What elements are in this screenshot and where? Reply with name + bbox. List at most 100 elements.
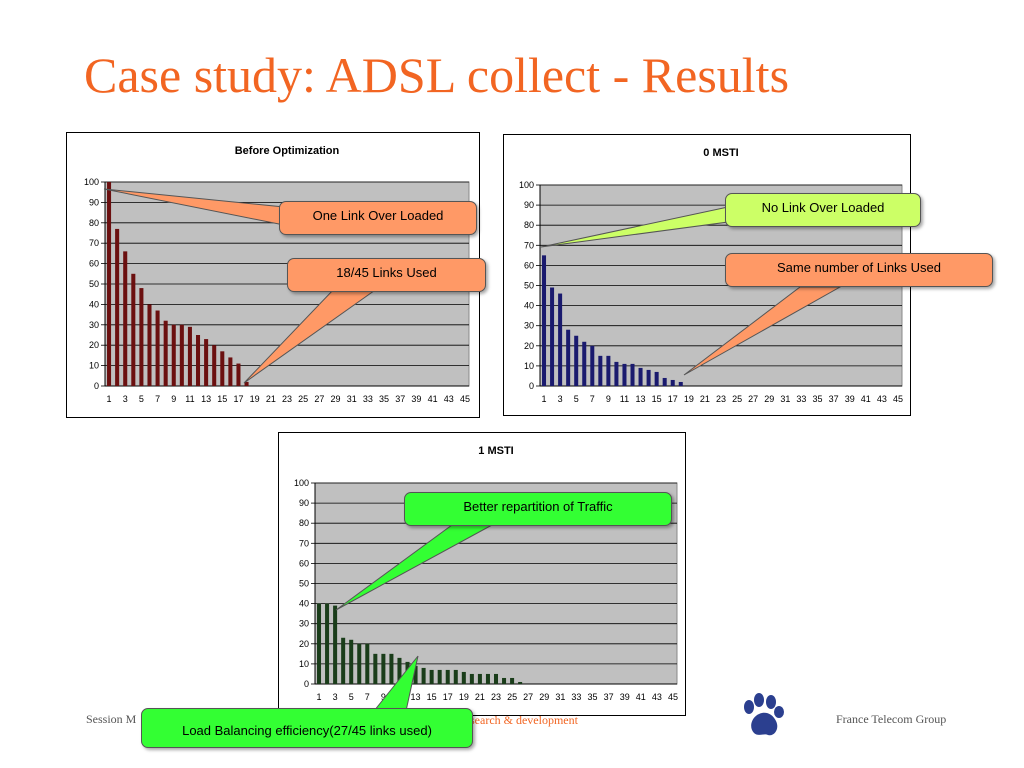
x-tick-label: 31 bbox=[780, 394, 790, 404]
x-tick-label: 39 bbox=[411, 394, 421, 404]
x-tick-label: 45 bbox=[668, 692, 678, 702]
x-tick-label: 3 bbox=[333, 692, 338, 702]
bar bbox=[678, 381, 683, 386]
x-tick-label: 37 bbox=[829, 394, 839, 404]
bar bbox=[429, 669, 434, 684]
x-tick-label: 25 bbox=[732, 394, 742, 404]
y-tick-label: 30 bbox=[524, 321, 534, 331]
bar bbox=[123, 251, 128, 386]
bar bbox=[477, 673, 482, 684]
y-tick-label: 70 bbox=[89, 238, 99, 248]
y-tick-label: 0 bbox=[304, 679, 309, 689]
bar bbox=[115, 228, 120, 386]
x-tick-label: 33 bbox=[796, 394, 806, 404]
callout-better-repartition: Better repartition of Traffic bbox=[404, 492, 672, 526]
bar bbox=[646, 369, 651, 386]
bar bbox=[550, 287, 555, 386]
y-tick-label: 100 bbox=[84, 177, 99, 187]
footer-company: France Telecom Group bbox=[836, 712, 947, 726]
chart-title: 0 MSTI bbox=[703, 147, 738, 159]
bar bbox=[485, 673, 490, 684]
bar bbox=[228, 357, 233, 386]
x-tick-label: 35 bbox=[813, 394, 823, 404]
x-tick-label: 31 bbox=[555, 692, 565, 702]
x-tick-label: 17 bbox=[443, 692, 453, 702]
bar bbox=[582, 341, 587, 386]
bar bbox=[204, 339, 209, 386]
x-tick-label: 19 bbox=[250, 394, 260, 404]
bar bbox=[630, 363, 635, 386]
x-tick-label: 15 bbox=[427, 692, 437, 702]
x-tick-label: 11 bbox=[185, 394, 194, 404]
bar bbox=[373, 653, 378, 684]
y-tick-label: 60 bbox=[89, 259, 99, 269]
y-tick-label: 10 bbox=[299, 659, 309, 669]
bar bbox=[502, 677, 507, 684]
bar bbox=[139, 288, 144, 386]
x-tick-label: 11 bbox=[620, 394, 629, 404]
y-tick-label: 90 bbox=[89, 197, 99, 207]
bar bbox=[341, 637, 346, 684]
x-tick-label: 19 bbox=[459, 692, 469, 702]
bar bbox=[622, 363, 627, 386]
bar bbox=[574, 335, 579, 386]
y-tick-label: 40 bbox=[89, 299, 99, 309]
x-tick-label: 23 bbox=[282, 394, 292, 404]
y-tick-label: 20 bbox=[524, 341, 534, 351]
bar bbox=[397, 657, 402, 684]
x-tick-label: 13 bbox=[201, 394, 211, 404]
bar bbox=[220, 351, 225, 386]
bar bbox=[638, 367, 643, 386]
bar bbox=[469, 673, 474, 684]
bar bbox=[662, 377, 667, 386]
bar bbox=[437, 669, 442, 684]
x-tick-label: 7 bbox=[155, 394, 160, 404]
y-tick-label: 50 bbox=[89, 279, 99, 289]
bar bbox=[542, 255, 547, 386]
x-tick-label: 41 bbox=[428, 394, 438, 404]
bar bbox=[518, 681, 523, 684]
x-tick-label: 27 bbox=[523, 692, 533, 702]
y-tick-label: 90 bbox=[299, 498, 309, 508]
chart-title: 1 MSTI bbox=[478, 445, 513, 457]
x-tick-label: 29 bbox=[764, 394, 774, 404]
x-tick-label: 25 bbox=[507, 692, 517, 702]
y-tick-label: 40 bbox=[299, 599, 309, 609]
x-tick-label: 35 bbox=[379, 394, 389, 404]
bar bbox=[493, 673, 499, 684]
x-tick-label: 1 bbox=[107, 394, 112, 404]
bar bbox=[196, 335, 201, 386]
slide-title: Case study: ADSL collect - Results bbox=[84, 47, 790, 103]
y-tick-label: 80 bbox=[524, 220, 534, 230]
y-tick-label: 20 bbox=[299, 639, 309, 649]
y-tick-label: 0 bbox=[529, 381, 534, 391]
x-tick-label: 37 bbox=[604, 692, 614, 702]
callout-links-used: 18/45 Links Used bbox=[287, 258, 486, 292]
x-tick-label: 17 bbox=[668, 394, 678, 404]
bar bbox=[421, 667, 426, 684]
y-tick-label: 50 bbox=[299, 579, 309, 589]
x-tick-label: 23 bbox=[491, 692, 501, 702]
x-tick-label: 21 bbox=[266, 394, 276, 404]
y-tick-label: 60 bbox=[524, 260, 534, 270]
x-tick-label: 27 bbox=[748, 394, 758, 404]
bar bbox=[405, 661, 410, 684]
bar bbox=[317, 603, 322, 684]
bar bbox=[590, 345, 595, 386]
x-tick-label: 45 bbox=[893, 394, 903, 404]
x-tick-label: 33 bbox=[363, 394, 373, 404]
bar bbox=[163, 320, 168, 386]
bar bbox=[413, 665, 418, 684]
x-tick-label: 11 bbox=[395, 692, 404, 702]
x-tick-label: 43 bbox=[444, 394, 454, 404]
callout-one-link-over-loaded: One Link Over Loaded bbox=[279, 201, 477, 235]
bar bbox=[461, 671, 466, 684]
y-tick-label: 80 bbox=[89, 218, 99, 228]
y-tick-label: 100 bbox=[519, 180, 534, 190]
bar bbox=[381, 653, 386, 684]
x-tick-label: 15 bbox=[217, 394, 227, 404]
bar bbox=[510, 677, 515, 684]
bar bbox=[349, 639, 354, 684]
